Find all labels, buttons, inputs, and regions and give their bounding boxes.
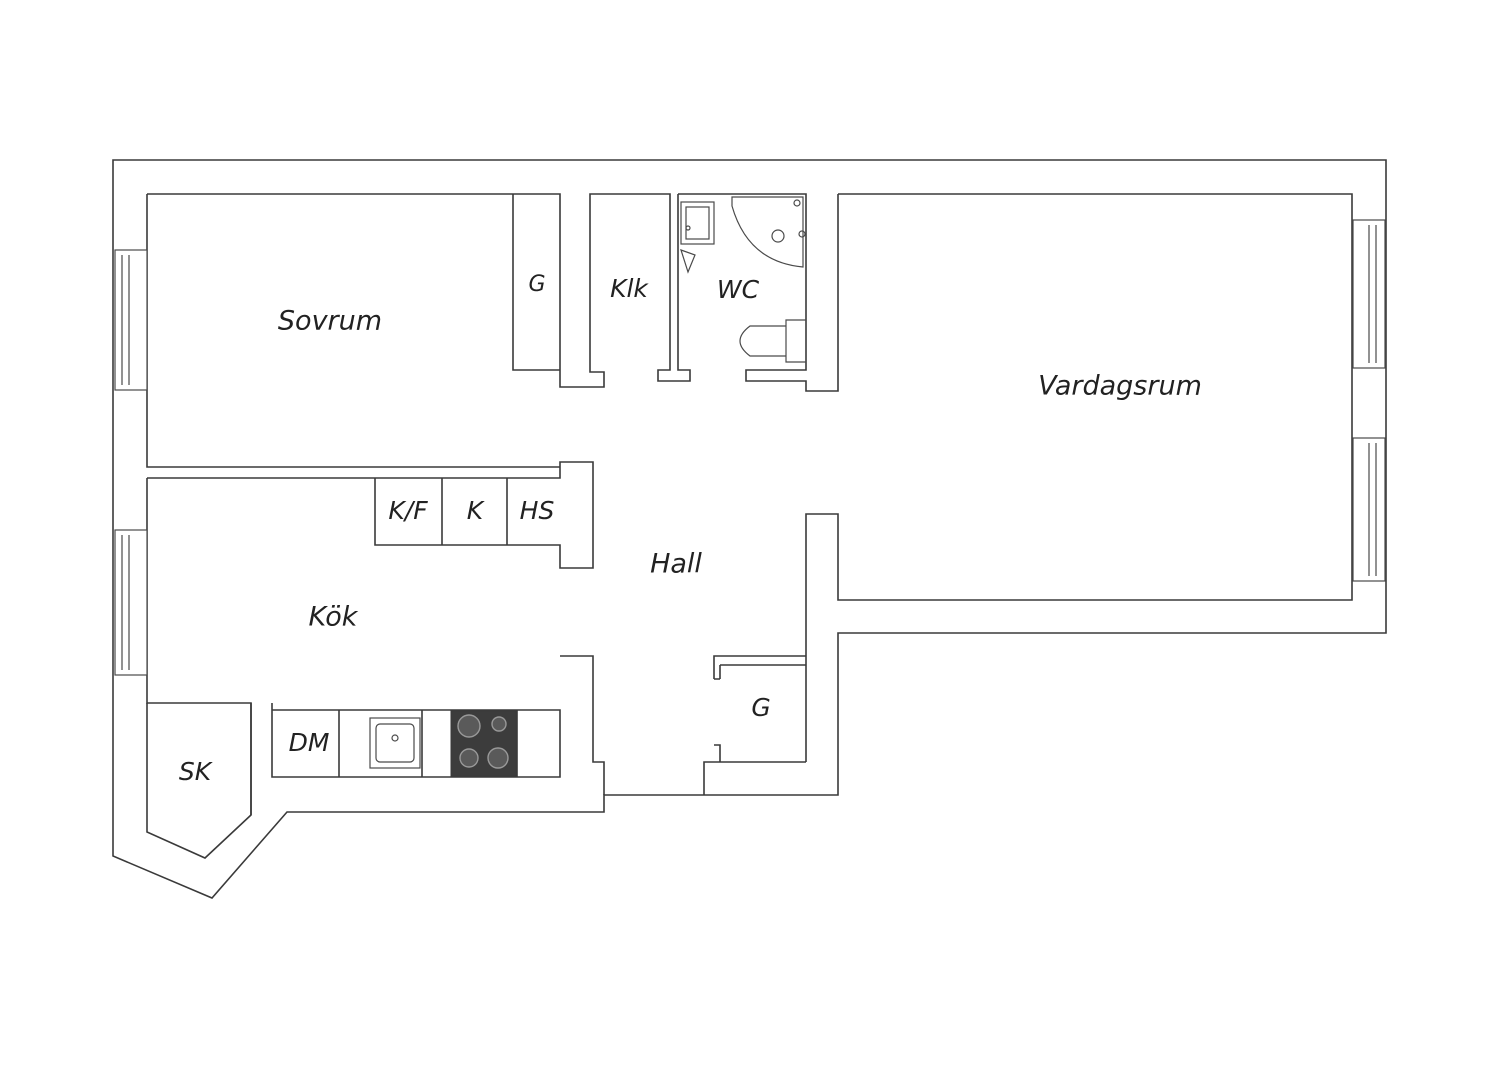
sink-basin	[375, 723, 415, 763]
sovrum-wardrobe-outline	[512, 194, 560, 371]
vardagsrum-outline	[805, 193, 1353, 762]
room-label-garderob-hall: G	[751, 693, 770, 722]
sink-drain	[391, 734, 399, 742]
washbasin-bowl	[685, 206, 710, 240]
outer-wall	[112, 159, 1387, 899]
appliance-dividers-top	[441, 478, 508, 545]
shower-valve	[798, 230, 806, 238]
appliance-label-diskmaskin: DM	[289, 728, 330, 757]
washbasin-icon	[680, 201, 715, 245]
hob-burner	[459, 748, 479, 768]
appliance-label-hogskap: HS	[520, 496, 555, 525]
shower-drain	[771, 229, 785, 243]
window-left-1	[114, 249, 148, 391]
toilet-icon	[739, 319, 807, 363]
kok-counter-wall	[560, 655, 605, 795]
wc-wall	[678, 193, 839, 392]
hall-wardrobe-outline	[703, 655, 806, 795]
window-left-2	[114, 529, 148, 676]
washbasin-spout	[680, 249, 696, 274]
window-right-1	[1352, 219, 1386, 369]
hob-burner	[491, 716, 507, 732]
shower-icon	[731, 196, 804, 268]
kok-outline	[147, 461, 594, 569]
appliance-label-kyl: K	[467, 496, 486, 525]
hob-burner	[457, 714, 481, 738]
shower-valve	[793, 199, 801, 207]
hob-burner	[487, 747, 509, 769]
appliance-dividers-bottom	[338, 710, 518, 777]
washbasin-drain	[685, 225, 691, 231]
room-label-klk: Klk	[610, 274, 649, 303]
kok-counter-edge	[271, 703, 561, 778]
sink-icon	[369, 717, 421, 769]
appliance-label-kyl-frys: K/F	[388, 496, 428, 525]
sovrum-wall	[147, 193, 691, 388]
window-right-2	[1352, 437, 1386, 582]
room-label-wc: WC	[717, 275, 760, 304]
room-label-vardagsrum: Vardagsrum	[1038, 371, 1202, 402]
room-label-kok: Kök	[309, 602, 359, 633]
sk-closet-outline	[146, 703, 252, 859]
room-label-garderob-sovrum: G	[528, 272, 545, 297]
hall-wardrobe-side	[719, 664, 806, 679]
room-label-sovrum: Sovrum	[278, 306, 382, 337]
room-label-hall: Hall	[650, 549, 702, 580]
room-label-sk: SK	[179, 757, 214, 786]
